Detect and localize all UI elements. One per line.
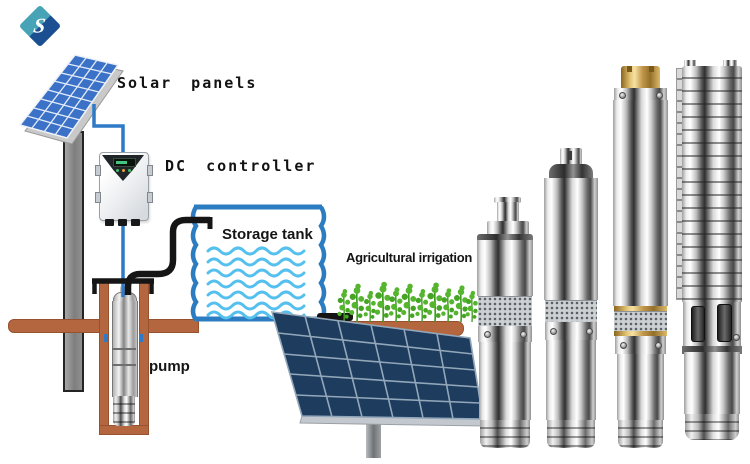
pump1-top-rim bbox=[477, 234, 533, 242]
large-panel-cells bbox=[270, 311, 484, 420]
label-dc-controller: DC controller bbox=[165, 157, 317, 175]
pump3-motor-body bbox=[617, 354, 664, 420]
wellhead-clamp-hooks bbox=[92, 281, 154, 294]
controller-mount-tab bbox=[95, 165, 101, 176]
pump4-top-tab bbox=[684, 60, 696, 70]
well-pump bbox=[111, 286, 138, 428]
label-storage-tank: Storage tank bbox=[222, 226, 313, 243]
product-pump-2 bbox=[544, 148, 598, 448]
controller-cable-gland bbox=[118, 219, 127, 226]
pump3-coupling bbox=[615, 336, 666, 354]
well-clamp-mark-right bbox=[139, 334, 143, 342]
tank-water-waves bbox=[206, 246, 306, 320]
tank-left-wall bbox=[190, 205, 199, 322]
well-clamp-mark-left bbox=[104, 334, 108, 342]
large-panel-grid bbox=[277, 315, 481, 420]
pump4-bottom-rings bbox=[685, 414, 739, 440]
tank-right-wall bbox=[318, 205, 327, 322]
pump1-intake-mesh bbox=[478, 296, 532, 328]
controller-display bbox=[113, 158, 136, 167]
wire-panel-to-controller bbox=[92, 104, 125, 155]
controller-mount-tab bbox=[147, 165, 153, 176]
pump1-cap-lip bbox=[494, 197, 521, 203]
pump1-cap-base bbox=[487, 221, 529, 236]
pump4-motor-body bbox=[684, 352, 740, 414]
pump3-bottom-rings bbox=[618, 420, 663, 448]
small-panel-grid bbox=[26, 57, 113, 136]
small-solar-panel bbox=[18, 54, 124, 145]
pump1-outlet-cap bbox=[497, 202, 519, 223]
pump3-gold-band-bottom bbox=[614, 331, 667, 336]
label-pump: pump bbox=[149, 358, 190, 375]
well-pump-ring bbox=[112, 348, 136, 350]
storage-tank bbox=[190, 204, 327, 322]
pump4-stage-stack bbox=[682, 66, 742, 302]
pump4-rim bbox=[682, 346, 742, 354]
controller-led bbox=[122, 169, 125, 172]
pump2-top-rim bbox=[544, 178, 598, 186]
pump2-bottom-rings bbox=[547, 420, 595, 448]
pump3-upper-body bbox=[613, 100, 668, 306]
product-pump-1 bbox=[477, 197, 533, 448]
crops bbox=[336, 280, 479, 323]
dc-controller bbox=[95, 152, 153, 226]
controller-cable-gland bbox=[105, 219, 114, 226]
logo-letter: S bbox=[32, 13, 48, 38]
pump2-upper-body bbox=[544, 184, 598, 300]
pump3-collar bbox=[614, 88, 667, 102]
well-pump-ring bbox=[112, 364, 136, 366]
pump1-upper-body bbox=[477, 240, 533, 296]
pump1-motor-body bbox=[479, 342, 531, 420]
pump4-clip-band bbox=[683, 302, 741, 348]
well-pump-motor bbox=[113, 396, 135, 426]
pump2-intake-mesh bbox=[545, 300, 597, 324]
controller-led bbox=[116, 169, 119, 172]
pump1-coupling bbox=[478, 326, 532, 342]
controller-mount-tab bbox=[147, 192, 153, 203]
label-agricultural-irrigation: Agricultural irrigation bbox=[346, 250, 473, 265]
product-pump-4 bbox=[676, 60, 742, 440]
controller-led bbox=[128, 169, 131, 172]
pump1-bottom-rings bbox=[480, 420, 530, 448]
controller-mount-tab bbox=[95, 192, 101, 203]
label-solar-panels: Solar panels bbox=[117, 74, 258, 92]
controller-cable-gland bbox=[131, 219, 140, 226]
pump2-outlet-fitting bbox=[560, 148, 582, 166]
pump2-coupling bbox=[545, 322, 597, 340]
pump2-motor-body bbox=[546, 340, 596, 420]
pump3-brass-cap bbox=[621, 66, 660, 90]
controller-display-digits bbox=[116, 160, 127, 164]
pump3-gold-band-top bbox=[614, 306, 667, 311]
pump3-intake-mesh bbox=[614, 311, 667, 333]
pump2-shoulder bbox=[549, 164, 593, 180]
large-solar-panel bbox=[270, 311, 485, 458]
product-pump-3 bbox=[613, 66, 668, 448]
delivery-pipe bbox=[124, 216, 210, 295]
small-panel-cells bbox=[18, 54, 120, 139]
